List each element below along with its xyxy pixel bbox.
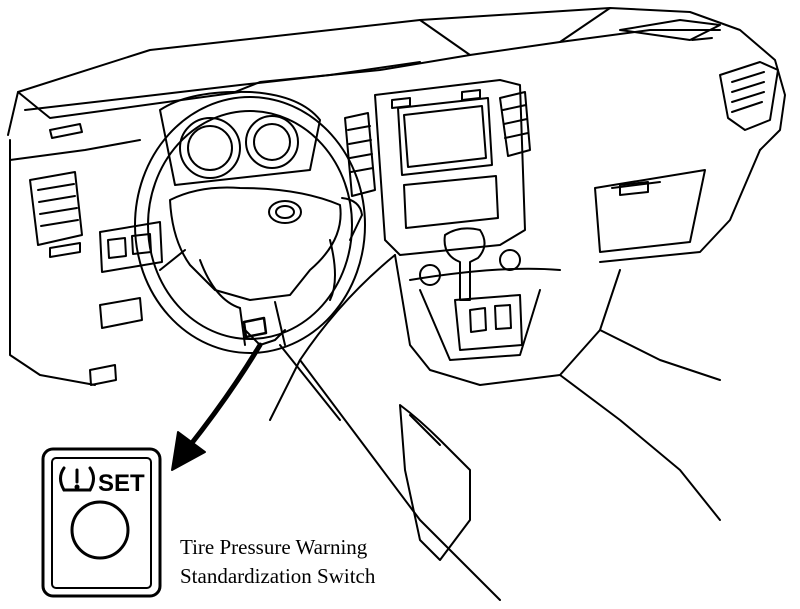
caption-line-2: Standardization Switch <box>180 564 376 588</box>
tire-pressure-icon <box>59 466 95 492</box>
switch-location-marker <box>242 316 268 339</box>
callout-arrow <box>171 342 263 471</box>
set-label: SET <box>98 470 145 497</box>
caption-line-1: Tire Pressure Warning <box>180 535 368 559</box>
set-button[interactable] <box>70 500 130 560</box>
switch-detail-panel <box>41 447 162 598</box>
steering-wheel <box>134 96 366 354</box>
dashboard-outline <box>7 7 786 601</box>
